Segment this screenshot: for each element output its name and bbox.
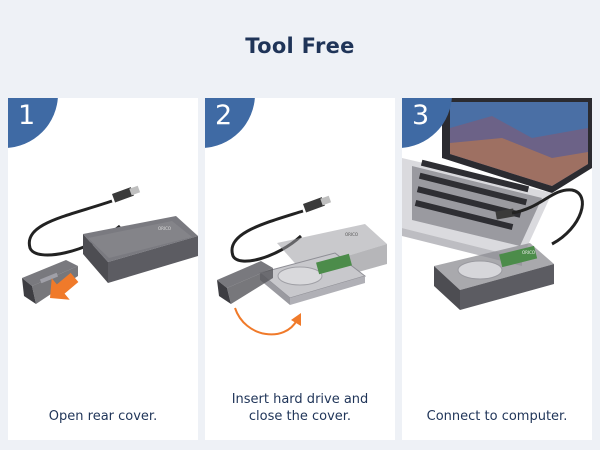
step-3-illustration: ORICO: [402, 98, 592, 310]
step-number: 3: [412, 100, 430, 131]
step-1-illustration: ORICO: [22, 185, 198, 304]
step-caption-line: Insert hard drive and: [231, 392, 369, 407]
step-number: 1: [18, 100, 36, 131]
arrow-icon: [50, 272, 79, 300]
step-3-panel: ORICO 3 Connect to computer.: [402, 98, 592, 440]
step-caption: Open rear cover.: [48, 409, 158, 424]
step-caption: Connect to computer.: [426, 409, 568, 424]
page-title: Tool Free: [245, 34, 355, 58]
step-2-illustration: ORICO: [217, 195, 387, 336]
step-number: 2: [215, 100, 233, 131]
svg-text:ORICO: ORICO: [158, 226, 171, 231]
step-1-panel: ORICO 1 Open rear cover.: [8, 98, 198, 440]
step-caption-line: close the cover.: [248, 409, 352, 424]
step-2-panel: ORICO 2 Insert hard drive and close the …: [205, 98, 395, 440]
svg-text:ORICO: ORICO: [522, 250, 535, 255]
rotate-arrow-icon: [234, 307, 298, 336]
step-caption: Insert hard drive and close the cover.: [205, 391, 395, 425]
svg-text:ORICO: ORICO: [345, 232, 358, 237]
